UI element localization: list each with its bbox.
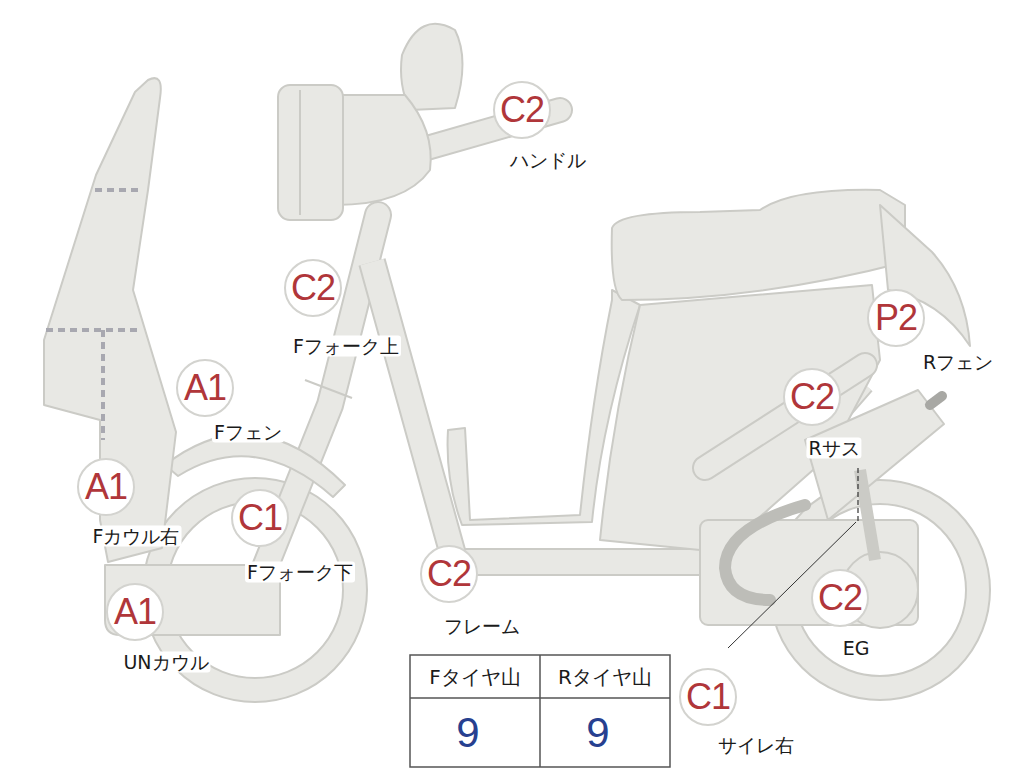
grade-circle: C2 [420,545,478,603]
grade-circle: A1 [176,359,234,417]
part-name: Fフォーク下 [245,562,355,583]
table-header: Rタイヤ山 [558,666,652,688]
grade-code: C2 [790,379,834,415]
grade-code: C2 [500,92,544,128]
grade-circle: C1 [679,668,737,726]
table-value: 9 [456,710,479,756]
grade-circle: C2 [493,81,551,139]
grade-code: C2 [818,580,862,616]
grade-circle: C2 [783,368,841,426]
grade-code: C1 [686,679,730,715]
grade-code: A1 [85,469,127,505]
grade-circle: P2 [867,289,925,347]
grade-code: A1 [184,370,226,406]
part-name: Fフェン [212,422,284,443]
table-value: 9 [586,710,609,756]
table-header: Fタイヤ山 [429,666,521,688]
part-name: ハンドル [508,150,588,171]
grade-circle: C2 [811,569,869,627]
grade-code: C2 [291,270,335,306]
grade-code: P2 [875,300,917,336]
part-name: Rサス [806,438,861,459]
part-name: Fカウル右 [91,526,182,547]
grade-code: C2 [427,556,471,592]
part-name: UNカウル [121,652,210,673]
grade-code: A1 [114,594,156,630]
part-name: サイレ右 [716,735,796,756]
grade-circle: A1 [77,458,135,516]
grade-code: C1 [238,500,282,536]
grade-circle: A1 [106,583,164,641]
tread-table [410,655,670,767]
grade-circle: C2 [284,259,342,317]
part-name: Fフォーク上 [291,336,401,357]
part-name: EG [841,638,872,659]
part-name: Rフェン [921,352,995,373]
part-name: フレーム [442,616,522,637]
grade-circle: C1 [231,489,289,547]
